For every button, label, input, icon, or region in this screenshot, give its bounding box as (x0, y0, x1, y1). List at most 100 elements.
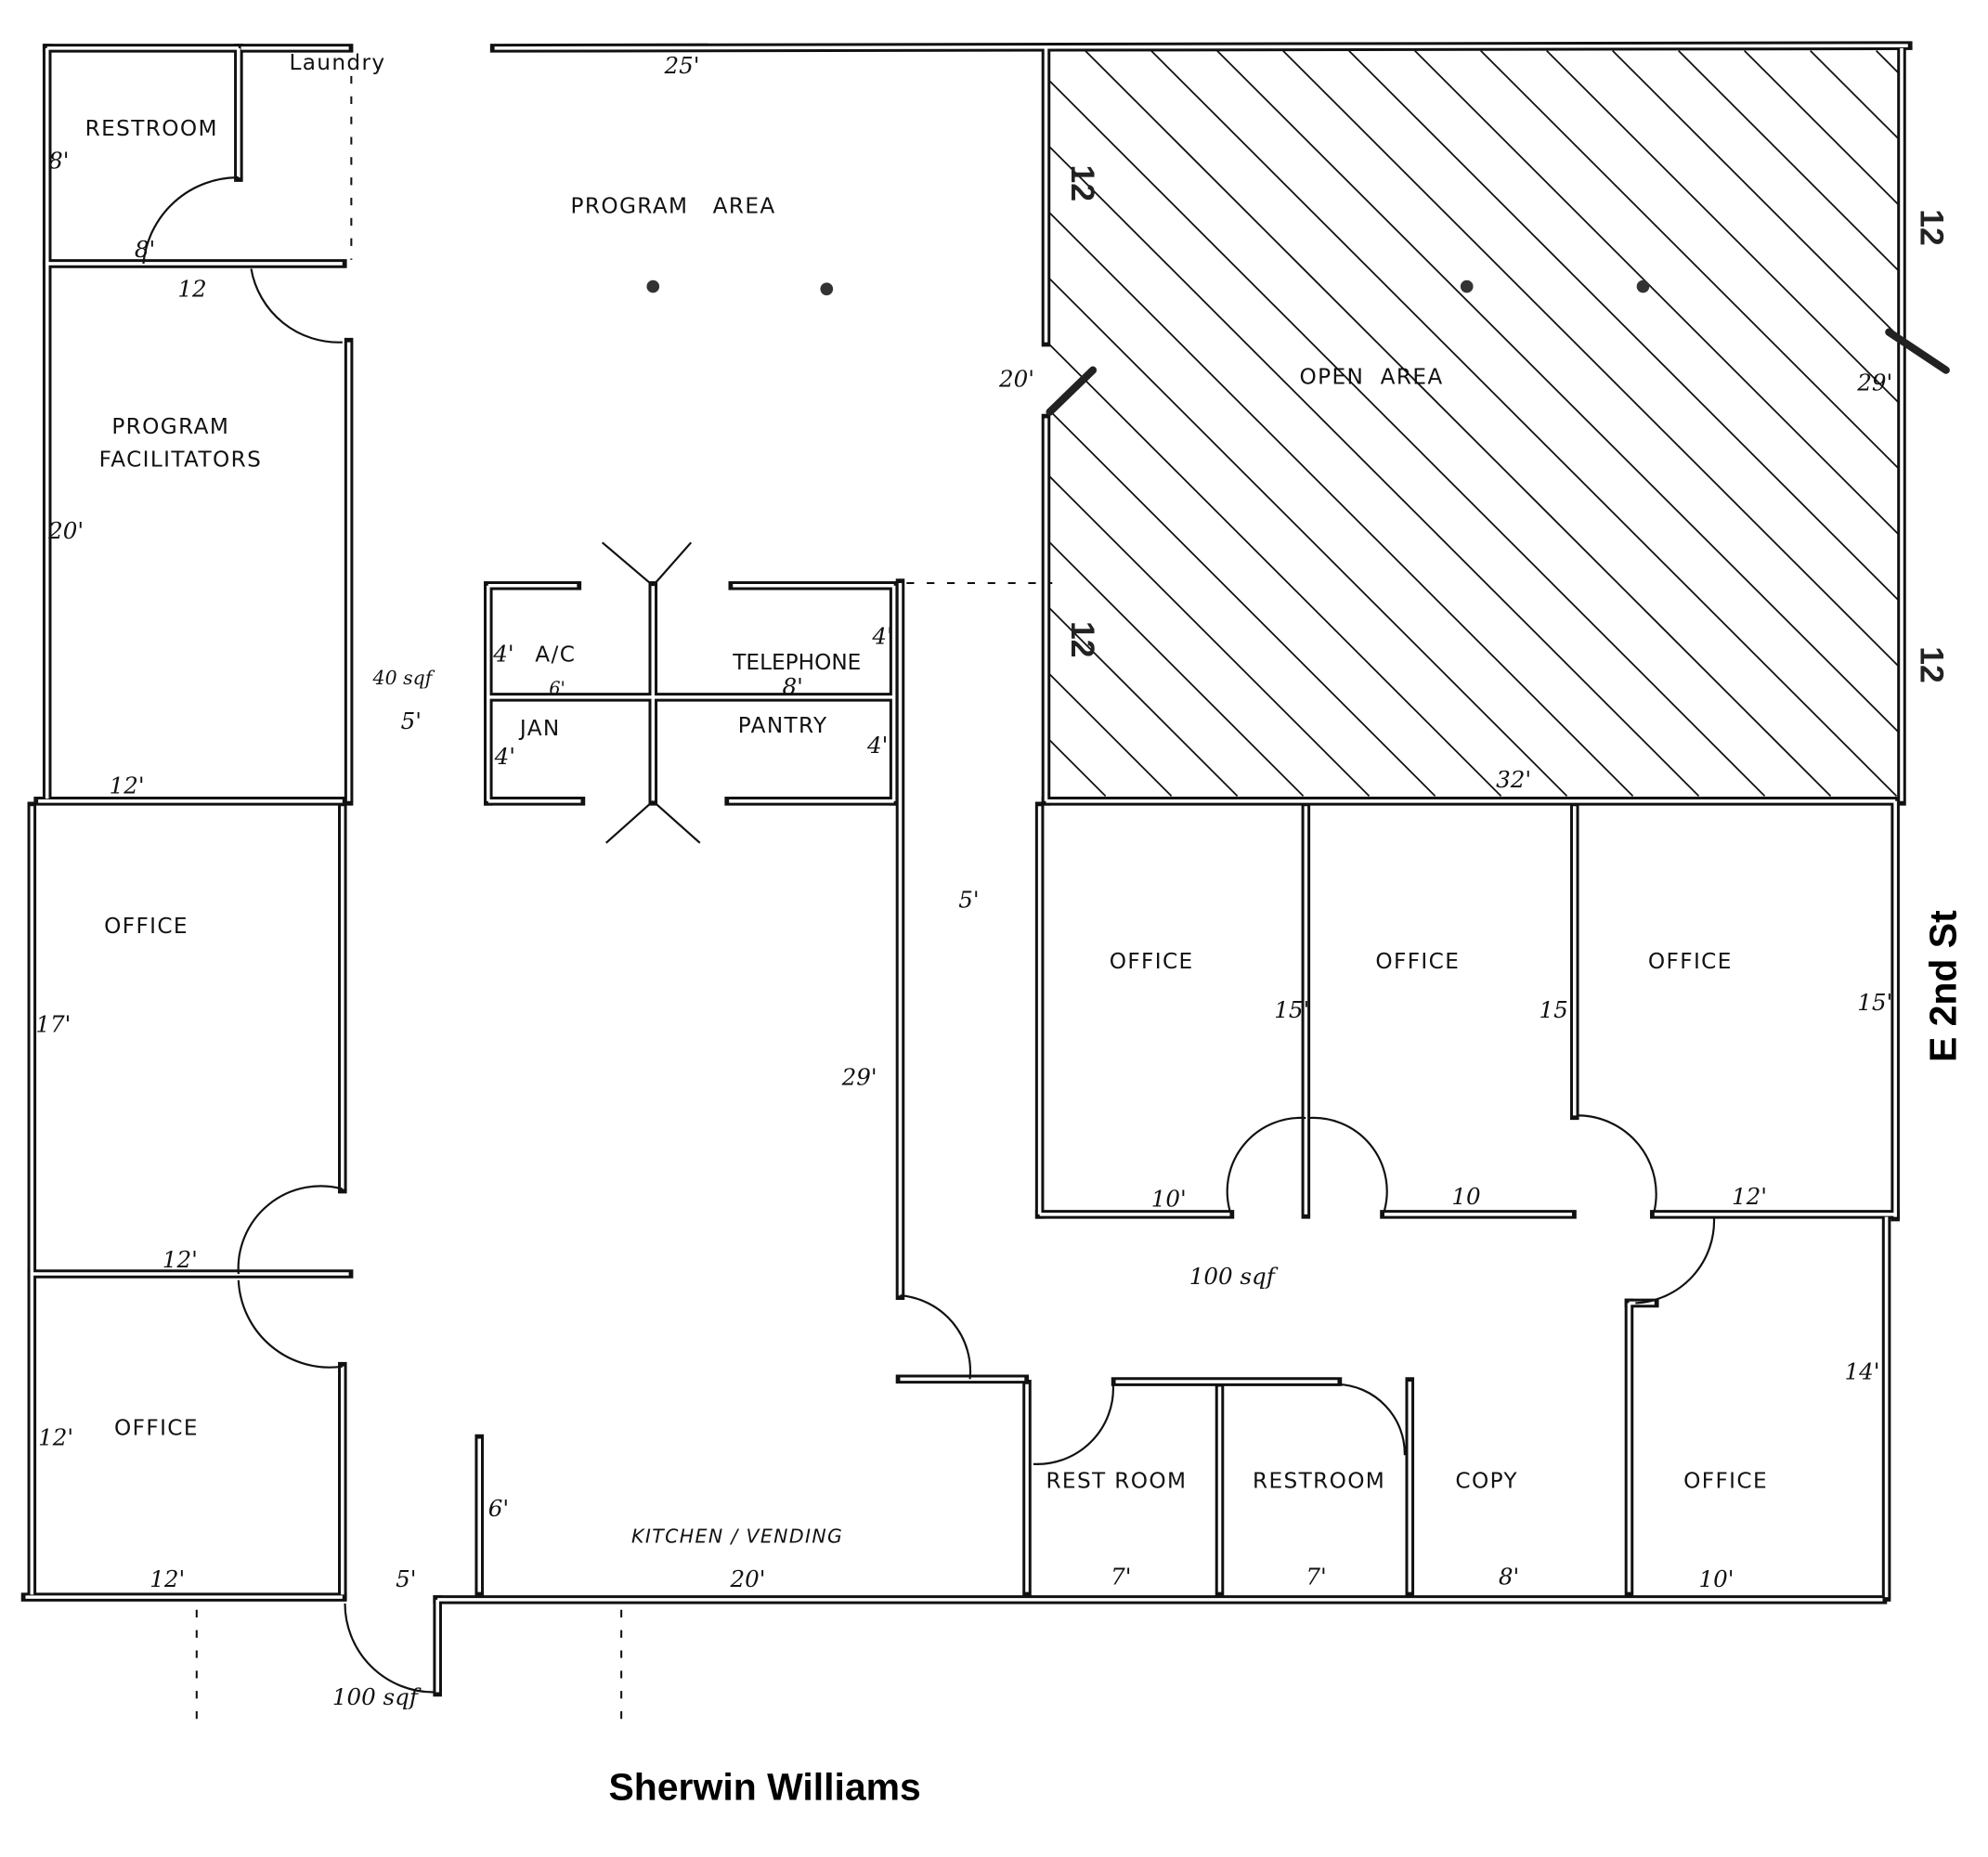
hatch-line (1480, 49, 1899, 469)
door-closets-top (601, 541, 693, 587)
hatch-line (1612, 49, 1899, 337)
svg-text:100 sqf: 100 sqf (1189, 1263, 1279, 1290)
hatch-line (1048, 344, 1502, 797)
hatch-line (1048, 409, 1436, 797)
room-label-office: OFFICE (1375, 949, 1460, 974)
hatch-line (1348, 49, 1899, 601)
doors (142, 176, 1716, 1694)
room-label-janitor: JAN (518, 716, 561, 741)
walls (20, 41, 1913, 1697)
door-office-left-2 (237, 1279, 343, 1369)
svg-text:32': 32' (1496, 766, 1531, 793)
svg-text:12: 12 (177, 275, 206, 302)
room-label-kitchen: KITCHEN / VENDING (631, 1525, 843, 1547)
svg-text:8': 8' (1499, 1563, 1519, 1590)
room-label-program-facilitators-2: FACILITATORS (99, 447, 263, 472)
svg-text:4': 4' (871, 623, 892, 650)
svg-text:5': 5' (396, 1565, 416, 1592)
room-label-restroom: RESTROOM (85, 116, 218, 141)
svg-text:29': 29' (841, 1064, 877, 1091)
hatch-line (1048, 278, 1568, 797)
hatch-line (1150, 49, 1898, 797)
room-label-pantry: PANTRY (738, 713, 828, 738)
svg-text:12': 12' (149, 1565, 185, 1592)
room-label-office: OFFICE (1110, 949, 1194, 974)
hatch-line (1678, 49, 1899, 271)
door-program-facilitators (250, 268, 343, 344)
room-label-ac: A/C (535, 643, 576, 668)
svg-text:12': 12' (38, 1423, 73, 1450)
svg-text:8': 8' (783, 673, 803, 700)
room-label-office: OFFICE (104, 914, 188, 939)
room-label-copy: COPY (1455, 1469, 1518, 1494)
svg-text:6': 6' (488, 1495, 509, 1522)
room-label-laundry: Laundry (289, 50, 385, 75)
svg-text:15': 15' (1540, 996, 1575, 1023)
svg-text:12': 12' (1732, 1183, 1767, 1210)
svg-text:12': 12' (110, 773, 145, 799)
hatch-line (1048, 673, 1173, 797)
door-entry (344, 1603, 435, 1694)
svg-text:8': 8' (48, 148, 69, 175)
svg-text:15': 15' (1274, 996, 1309, 1023)
svg-text:25': 25' (664, 52, 700, 79)
open-area-hatching (1048, 49, 1899, 797)
hatch-line (1282, 49, 1899, 667)
room-label-program-facilitators: PROGRAM (111, 414, 229, 439)
hatch-line (1048, 146, 1700, 797)
dashed-lines (195, 75, 1053, 1731)
marker-12: 12 (1913, 646, 1950, 682)
hatch-line (1048, 739, 1107, 797)
svg-text:100 sqf: 100 sqf (332, 1683, 422, 1710)
room-label-open-area: OPEN AREA (1300, 365, 1444, 390)
room-label-restroom-2: RESTROOM (1253, 1469, 1385, 1494)
door-restroom (142, 176, 239, 265)
svg-text:10: 10 (1451, 1183, 1480, 1210)
hatch-line (1876, 49, 1899, 73)
wall (494, 44, 1908, 50)
svg-text:20': 20' (730, 1565, 766, 1592)
hatch-line (1048, 80, 1766, 797)
svg-text:14': 14' (1845, 1357, 1880, 1384)
door-hall (900, 1294, 972, 1380)
svg-text:8': 8' (135, 236, 155, 263)
hatch-line (1048, 475, 1371, 797)
room-label-office: OFFICE (114, 1415, 199, 1440)
door-office-right-2 (1307, 1116, 1388, 1212)
door-closets-bottom (605, 799, 701, 844)
svg-text:10': 10' (1699, 1565, 1735, 1592)
room-label-office: OFFICE (1683, 1469, 1768, 1494)
room-label-office: OFFICE (1648, 949, 1733, 974)
hatch-line (1216, 49, 1899, 733)
marker-stroke (1046, 328, 1950, 416)
door-office-right-3 (1578, 1114, 1657, 1211)
street-label-south: Sherwin Williams (608, 1766, 920, 1809)
svg-text:7': 7' (1306, 1563, 1326, 1590)
hatch-line (1744, 49, 1899, 205)
hatch-line (1414, 49, 1899, 535)
room-label-telephone: TELEPHONE (732, 650, 861, 675)
door-office-right-1 (1226, 1116, 1306, 1212)
svg-text:20': 20' (998, 365, 1034, 392)
door-office-left-1 (237, 1185, 344, 1275)
hatch-line (1546, 49, 1899, 403)
svg-text:4': 4' (866, 732, 888, 759)
hatch-line (1048, 212, 1634, 797)
hatch-line (1048, 607, 1239, 797)
svg-text:5': 5' (401, 708, 422, 734)
room-label-program-area: PROGRAM AREA (571, 193, 776, 218)
room-label-restroom-1: REST ROOM (1046, 1469, 1187, 1494)
door-restroom-1 (1033, 1383, 1114, 1465)
svg-text:12': 12' (162, 1246, 198, 1273)
hatch-line (1810, 49, 1899, 139)
hatch-line (1048, 541, 1305, 797)
svg-text:5': 5' (958, 886, 979, 913)
svg-text:4': 4' (492, 641, 513, 668)
door-office-bottom-right (1635, 1216, 1716, 1305)
door-restroom-2 (1337, 1383, 1406, 1456)
svg-text:29': 29' (1856, 369, 1892, 396)
svg-text:20': 20' (47, 517, 84, 544)
marker-12: 12 (1064, 621, 1101, 657)
